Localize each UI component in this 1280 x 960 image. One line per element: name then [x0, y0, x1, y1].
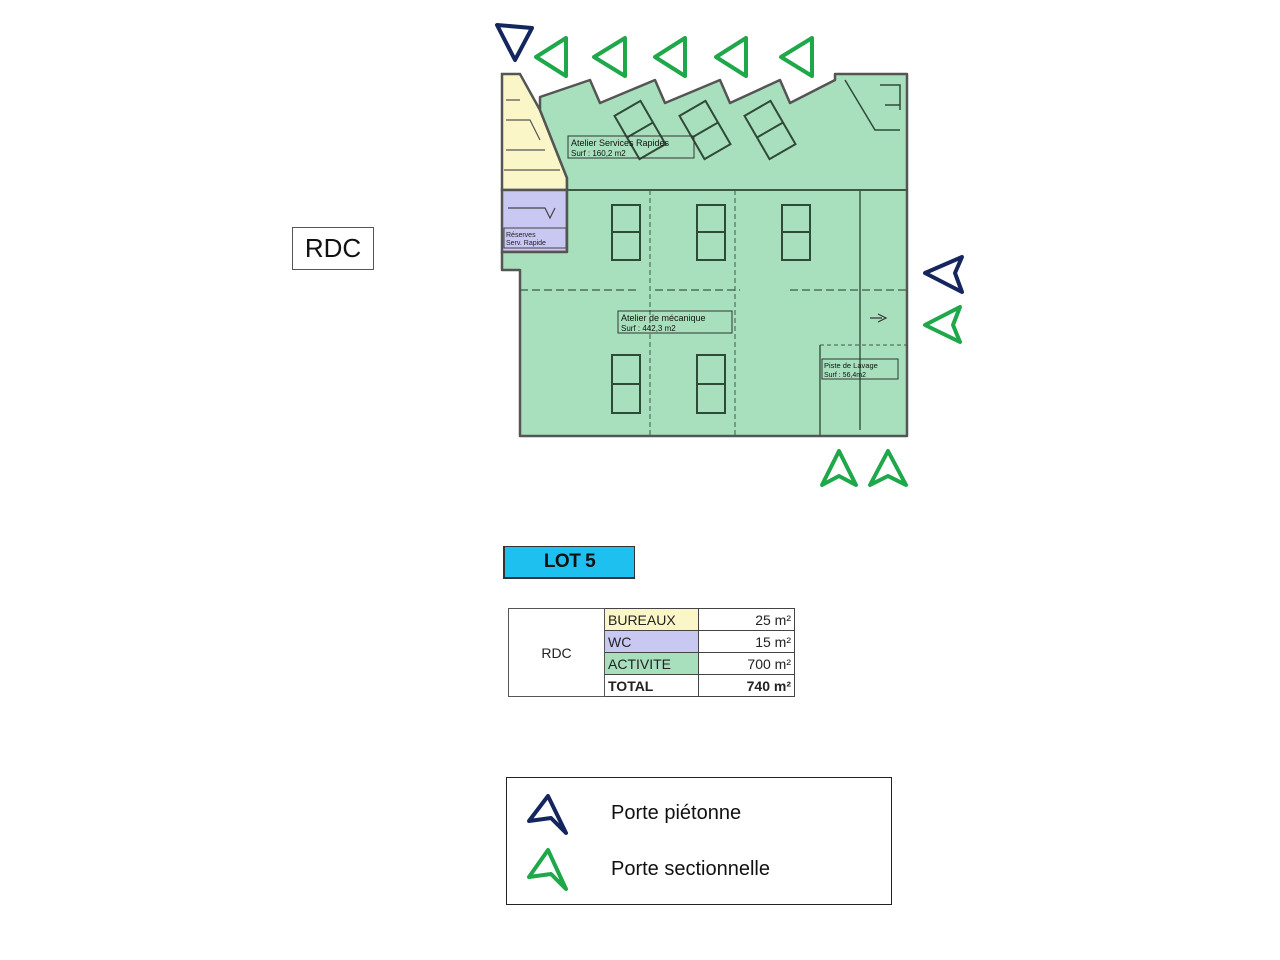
sectional-door-marker [534, 36, 568, 78]
legend-label: Porte piétonne [611, 801, 742, 824]
table-level-cell: RDC [508, 608, 605, 697]
lot-label: LOT 5 [543, 551, 596, 572]
zone-wc: Réserves Serv. Rapide [500, 188, 569, 254]
floor-plan: Réserves Serv. Rapide [495, 23, 964, 487]
sectional-door-arrow-icon [527, 848, 568, 891]
table-value-cell: 740 m² [698, 674, 795, 697]
sectional-door-marker [714, 36, 748, 78]
svg-text:Serv. Rapide: Serv. Rapide [506, 240, 546, 247]
room-label-atelier-mecanique: Atelier de mécanique [621, 313, 706, 323]
legend-label: Porte sectionnelle [611, 857, 770, 880]
table-row: ACTIVITE 700 m² [509, 652, 795, 675]
svg-text:Réserves: Réserves [506, 232, 536, 239]
table-category-cell: ACTIVITE [604, 652, 699, 675]
table-row: WC 15 m² [509, 630, 795, 653]
zone-activite: Atelier Services Rapides Surf : 160,2 m2… [500, 72, 909, 438]
pedestrian-door-arrow-icon [527, 794, 568, 835]
surface-table: RDC BUREAUX 25 m² WC 15 m² ACTIVITE 700 … [508, 608, 795, 697]
svg-text:Surf : 160,2 m2: Surf : 160,2 m2 [571, 149, 626, 158]
table-category-cell: TOTAL [604, 674, 699, 697]
sectional-door-marker [653, 36, 687, 78]
svg-text:Surf : 442,3 m2: Surf : 442,3 m2 [621, 324, 676, 333]
lot-badge: LOT 5 [503, 546, 635, 579]
table-value-cell: 700 m² [698, 652, 795, 675]
table-category-cell: BUREAUX [604, 608, 699, 631]
legend: Porte piétonne Porte sectionnelle [506, 777, 892, 905]
level-label: RDC [304, 233, 362, 263]
pedestrian-door-marker [495, 23, 534, 62]
legend-item: Porte sectionnelle [507, 844, 891, 894]
room-label-atelier-services: Atelier Services Rapides [571, 138, 670, 148]
svg-text:Surf : 56,4m2: Surf : 56,4m2 [824, 372, 866, 379]
table-value-cell: 25 m² [698, 608, 795, 631]
table-row-total: TOTAL 740 m² [509, 674, 795, 697]
sectional-door-marker [923, 305, 962, 344]
sectional-door-marker [820, 449, 858, 487]
sectional-door-marker [592, 36, 627, 78]
level-label-box: RDC [292, 227, 374, 270]
table-category-cell: WC [604, 630, 699, 653]
sectional-door-marker [868, 449, 908, 487]
room-label-piste-lavage: Piste de Lavage [824, 361, 878, 370]
table-value-cell: 15 m² [698, 630, 795, 653]
sectional-door-marker [779, 36, 814, 78]
table-row: RDC BUREAUX 25 m² [508, 608, 795, 697]
legend-item: Porte piétonne [507, 788, 891, 838]
pedestrian-door-marker [923, 255, 964, 294]
